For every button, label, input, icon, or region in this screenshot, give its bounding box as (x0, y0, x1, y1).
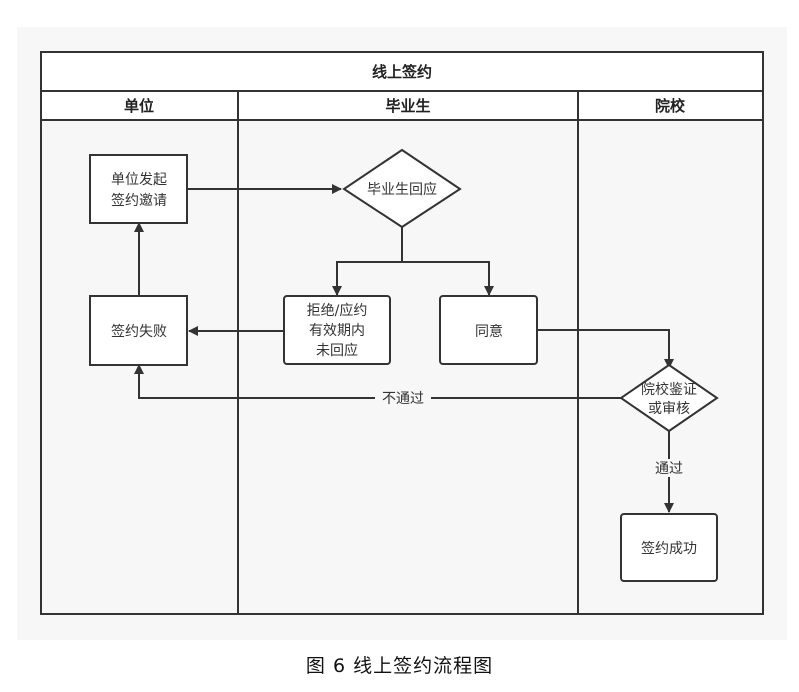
svg-text:签约失败: 签约失败 (111, 323, 167, 340)
svg-text:有效期内: 有效期内 (309, 323, 365, 339)
svg-text:或审核: 或审核 (648, 401, 690, 417)
svg-text:院校鉴证: 院校鉴证 (641, 381, 697, 398)
svg-text:拒绝/应约: 拒绝/应约 (307, 302, 368, 319)
svg-text:毕业生回应: 毕业生回应 (367, 181, 437, 198)
lane-header-school: 院校 (655, 97, 686, 115)
edge-label-pass: 通过 (655, 461, 683, 477)
edge-verify-to-fail (134, 364, 621, 399)
edge-agree-to-verify (537, 329, 674, 369)
svg-text:单位发起: 单位发起 (111, 172, 167, 188)
lane-header-graduate: 毕业生 (385, 97, 430, 115)
node-success[interactable]: 签约成功 (620, 513, 718, 582)
diagram-canvas: 线上签约 单位 毕业生 院校 不通过 通过 单位发起 签约邀请 签约失败 毕业生… (17, 27, 787, 640)
svg-text:签约邀请: 签约邀请 (111, 192, 167, 209)
diagram-title: 线上签约 (372, 63, 432, 81)
node-agree[interactable]: 同意 (439, 295, 538, 365)
edge-respond-to-reject (332, 227, 403, 296)
svg-text:未回应: 未回应 (316, 342, 358, 359)
svg-text:同意: 同意 (475, 323, 503, 340)
swimlane-diagram: 线上签约 单位 毕业生 院校 不通过 通过 单位发起 签约邀请 签约失败 毕业生… (40, 51, 764, 615)
node-respond[interactable]: 毕业生回应 (342, 148, 462, 229)
lane-header-employer: 单位 (124, 97, 154, 115)
lane-header-row (40, 90, 764, 121)
edge-respond-to-agree (402, 261, 494, 296)
edge-label-fail: 不通过 (382, 391, 424, 407)
figure-caption: 图 6 线上签约流程图 (305, 655, 494, 677)
node-verify[interactable]: 院校鉴证 或审核 (619, 363, 719, 433)
node-reject[interactable]: 拒绝/应约 有效期内 未回应 (283, 295, 391, 365)
node-fail[interactable]: 签约失败 (89, 295, 188, 366)
node-invite[interactable]: 单位发起 签约邀请 (89, 154, 188, 224)
svg-text:签约成功: 签约成功 (641, 540, 697, 557)
